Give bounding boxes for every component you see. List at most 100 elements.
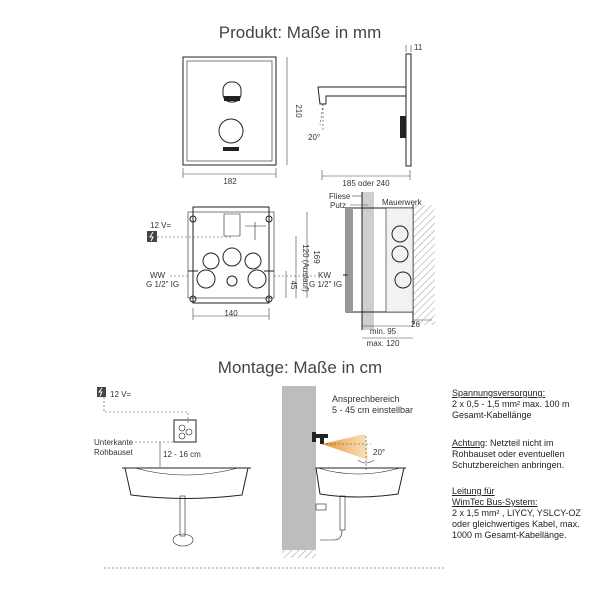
- ww-thread-label: G 1/2" IG: [146, 280, 179, 289]
- warning-title: Achtung: [452, 438, 486, 448]
- drain-trap: [172, 533, 194, 547]
- section-valve-top: [391, 225, 409, 243]
- supply-note: Spannungsversorgung: 2 x 0,5 - 1,5 mm² m…: [452, 388, 597, 421]
- supply-line-2: Gesamt-Kabellänge: [452, 410, 532, 420]
- control-knob: [218, 118, 244, 144]
- spout-sensor-shape: [222, 81, 242, 103]
- cable-lead: [245, 222, 266, 240]
- fliese-label: Fliese: [329, 192, 351, 201]
- box-rear-chamber: [385, 207, 414, 313]
- spout-body: [317, 86, 407, 105]
- faucet-plate: [312, 432, 316, 442]
- side-thickness-label: 11: [414, 43, 423, 52]
- box-flange: [187, 211, 275, 299]
- front-height-label: 210: [294, 104, 303, 118]
- angle-arc: [357, 459, 375, 464]
- wall-section: [282, 386, 316, 550]
- side-projection-label: 185 oder 240: [342, 179, 390, 188]
- box-outlet-label: 120 (Auslauf): [301, 244, 310, 292]
- fitting-left: [196, 269, 216, 289]
- mount-lightning-icon: [98, 387, 103, 397]
- bus-text: 2 x 1,5 mm² , LIYCY, YSLCY-OZ oder gleic…: [452, 508, 581, 540]
- section-valve-low: [394, 271, 412, 289]
- drain-pipe: [179, 495, 186, 537]
- mounting-heading: Montage: Maße in cm: [218, 358, 382, 377]
- mount-power-label: 12 V=: [110, 390, 131, 399]
- front-plate-inner: [186, 60, 273, 162]
- edge-label-2: Rohbauset: [94, 448, 133, 457]
- tile-plaster-layer: [362, 192, 374, 330]
- corner-screw-tl: [189, 215, 197, 223]
- front-plate: [182, 56, 277, 166]
- fitting-right: [247, 269, 267, 289]
- corner-screw-br: [265, 295, 273, 303]
- wall-base-hatch: [282, 550, 316, 558]
- box-offset-label: 45: [289, 281, 298, 290]
- product-heading: Produkt: Maße in mm: [219, 23, 382, 42]
- side-angle-label: 20°: [308, 133, 320, 142]
- basin-body: [124, 467, 249, 499]
- spout-sensor-base: [224, 96, 240, 101]
- side-view: 11 20° 185 oder 240: [308, 43, 423, 188]
- valve-right: [244, 252, 262, 270]
- box-section-view: Fliese Putz Mauerwerk min. 95 max. 120 2…: [329, 192, 435, 348]
- warning-note: Achtung: Netzteil nicht im Rohbauset ode…: [452, 438, 597, 471]
- box-front-cover: [346, 208, 353, 312]
- mount-basin-body: [315, 467, 405, 498]
- top-connector: [223, 213, 241, 237]
- bus-title-2: WimTec Bus-System:: [452, 497, 538, 507]
- spray-angle-line: [319, 103, 324, 126]
- sensor-beam: [322, 434, 368, 460]
- corner-screw-tr: [265, 215, 273, 223]
- range-title: Ansprechbereich: [332, 394, 400, 404]
- mount-drain-pipe: [339, 495, 346, 531]
- box-height-label: 169: [312, 250, 321, 264]
- lightning-icon: [149, 231, 154, 242]
- wall-hatch: [413, 205, 435, 325]
- rohbauset-valve-1: [178, 424, 186, 432]
- mounting-basin-view: 12 V= Unterkante Rohbauset 12 - 16 cm: [94, 387, 258, 569]
- kw-label: KW: [318, 271, 331, 280]
- mounting-wall-view: 20° Ansprechbereich 5 - 45 cm einstellba…: [258, 386, 444, 569]
- box-power-label: 12 V=: [150, 221, 171, 230]
- bus-note: Leitung für WimTec Bus-System: 2 x 1,5 m…: [452, 486, 597, 541]
- box-width-label: 140: [224, 309, 238, 318]
- mount-power-lead: [103, 397, 189, 425]
- section-valve-mid: [391, 245, 409, 263]
- rohbauset-valve-3: [178, 432, 186, 440]
- supply-line-1: 2 x 0,5 - 1,5 mm² max. 100 m: [452, 399, 570, 409]
- kw-thread-label: G 1/2" IG: [309, 280, 342, 289]
- front-view: 182 210: [182, 56, 303, 186]
- outlet-center: [226, 275, 238, 287]
- mount-basin-bowl: [317, 467, 401, 475]
- height-range-label: 12 - 16 cm: [163, 450, 201, 459]
- valve-center: [222, 247, 242, 267]
- bus-title-1: Leitung für: [452, 486, 495, 496]
- box-front-view: 12 V= WW G 1/2" IG KW G 1/2" IG 140 169 …: [146, 206, 342, 320]
- box-outline: [192, 206, 270, 304]
- depth-26-label: 26: [411, 320, 420, 329]
- supply-title: Spannungsversorgung:: [452, 388, 546, 398]
- mount-drain-trap: [320, 529, 343, 541]
- warning-text: : Netzteil nicht im Rohbauset oder event…: [452, 438, 565, 470]
- range-value: 5 - 45 cm einstellbar: [332, 405, 413, 415]
- side-plate: [405, 53, 412, 167]
- sensor-window: [223, 147, 239, 151]
- mount-drain-outlet: [315, 503, 327, 511]
- ww-label: WW: [150, 271, 166, 280]
- rohbauset-valve-2: [185, 428, 193, 436]
- max-depth-label: max. 120: [367, 339, 400, 348]
- mauerwerk-label: Mauerwerk: [382, 198, 423, 207]
- front-width-label: 182: [223, 177, 237, 186]
- basin-bowl: [134, 467, 239, 476]
- mount-angle-label: 20°: [373, 448, 385, 457]
- rohbauset-box: [173, 419, 197, 443]
- edge-label-1: Unterkante: [94, 438, 134, 447]
- putz-label: Putz: [330, 201, 346, 210]
- faucet-spout: [316, 434, 328, 444]
- corner-screw-bl: [189, 295, 197, 303]
- valve-left: [202, 252, 220, 270]
- min-depth-label: min. 95: [370, 327, 397, 336]
